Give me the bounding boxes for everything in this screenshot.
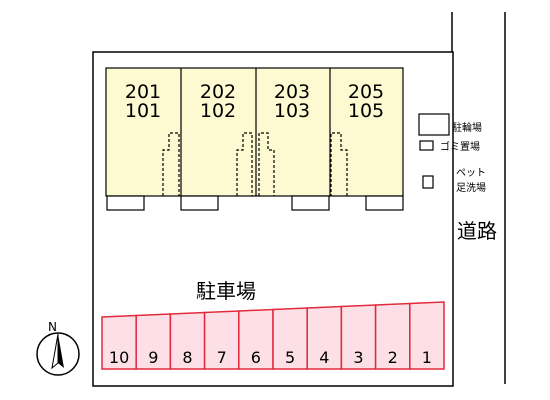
unit-4-upper: 205	[348, 81, 384, 103]
compass-needle-light	[51, 333, 59, 370]
pet-wash-label-1: ペット	[456, 168, 486, 179]
porch-4	[365, 195, 404, 211]
parking-slot-number: 3	[353, 348, 363, 367]
parking-slot-number: 5	[285, 348, 295, 367]
parking-slot-number: 10	[109, 348, 129, 367]
building-outline	[105, 67, 404, 197]
porch-1	[106, 195, 145, 211]
unit-2-lower: 102	[200, 100, 236, 122]
parking-label: 駐車場	[196, 279, 256, 303]
stair-outlines	[162, 132, 348, 196]
stair-outline-2	[236, 132, 253, 196]
stair-outline-3	[258, 132, 275, 196]
unit-4-lower: 105	[348, 100, 384, 122]
parking-slot-number: 2	[388, 348, 398, 367]
unit-2-upper: 202	[200, 81, 236, 103]
unit-3-lower: 103	[274, 100, 310, 122]
building: 201 101 202 102 203 103 205 105	[105, 67, 404, 211]
parking-slot	[409, 301, 445, 370]
unit-1-upper: 201	[125, 81, 161, 103]
stair-outline-1	[162, 132, 180, 196]
parking-slot-number: 9	[148, 348, 158, 367]
pet-wash-box	[422, 175, 434, 189]
bicycle-parking-label: 駐輪場	[452, 121, 482, 134]
unit-3-upper: 203	[274, 81, 310, 103]
unit-1-lower: 101	[125, 100, 161, 122]
road-label: 道路	[457, 219, 497, 243]
garbage-label: ゴミ置場	[440, 140, 480, 153]
north-compass: N	[36, 320, 80, 376]
porch-3	[291, 195, 330, 211]
pet-wash-label-2: 足洗場	[456, 181, 486, 194]
parking-slot-number: 6	[251, 348, 261, 367]
stair-outline-4	[330, 132, 348, 196]
parking-slot-number: 8	[182, 348, 192, 367]
bicycle-parking-box	[418, 113, 450, 136]
compass-needle-dark	[58, 334, 64, 368]
parking-slot-number: 4	[319, 348, 329, 367]
parking-slot-number: 1	[422, 348, 432, 367]
porch-2	[180, 195, 219, 211]
garbage-box	[419, 140, 434, 151]
parking-slots: 10 9 8 7 6 5 4 3 2 1	[101, 301, 445, 370]
parking-slot-number: 7	[217, 348, 227, 367]
compass-north-label: N	[48, 320, 57, 334]
porches	[106, 195, 404, 211]
